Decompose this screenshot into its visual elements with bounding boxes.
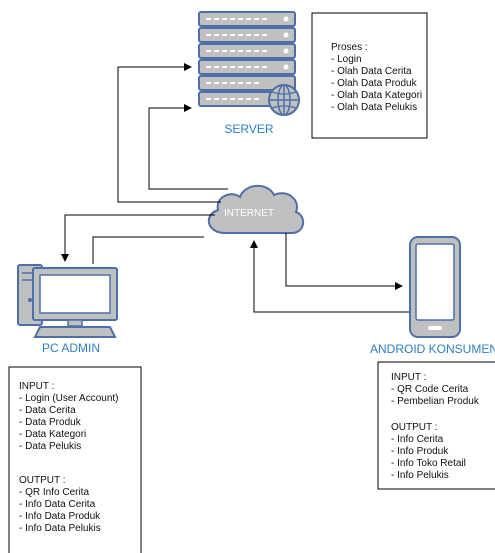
cloud-to-server-inner: [148, 104, 228, 190]
proses-line: - Login: [331, 54, 362, 65]
android-box-text: INPUT : - QR Code Cerita - Pembelian Pro…: [391, 372, 480, 481]
android-line: - Info Pelukis: [391, 470, 449, 481]
android-box: [377, 361, 495, 490]
admin-line: OUTPUT :: [19, 475, 65, 486]
proses-line: - Olah Data Cerita: [331, 66, 412, 77]
admin-line: - Data Kategori: [19, 429, 86, 440]
server-label: SERVER: [224, 122, 273, 136]
android-line: - QR Code Cerita: [391, 384, 469, 395]
pc-icon: [17, 264, 118, 338]
admin-line: - Data Produk: [19, 417, 82, 428]
cloud-to-android: [285, 233, 403, 290]
internet-label: INTERNET: [224, 208, 274, 219]
admin-line: - Info Data Cerita: [19, 499, 96, 510]
proses-line: - Olah Data Pelukis: [331, 102, 417, 113]
cloud-to-server-outer: [117, 63, 221, 203]
pc-admin-label: PC ADMIN: [42, 341, 100, 355]
admin-line: - Info Data Produk: [19, 511, 101, 522]
android-line: - Info Toko Retail: [391, 458, 466, 469]
pc-to-cloud: [92, 236, 204, 264]
admin-line: - Data Pelukis: [19, 441, 81, 452]
smartphone-icon: [409, 236, 461, 338]
admin-line: - QR Info Cerita: [19, 487, 89, 498]
android-line: INPUT :: [391, 372, 426, 383]
android-line: - Pembelian Produk: [391, 396, 480, 407]
proses-box: [311, 12, 428, 139]
globe-icon: [268, 84, 300, 116]
android-to-cloud: [250, 240, 409, 313]
admin-line: - Info Data Pelukis: [19, 523, 101, 534]
cloud-to-pc: [61, 214, 215, 262]
proses-box-text: Proses : - Login - Olah Data Cerita - Ol…: [331, 42, 422, 113]
admin-line: INPUT :: [19, 381, 54, 392]
admin-box-text: INPUT : - Login (User Account) - Data Ce…: [19, 381, 119, 534]
cloud-icon: [207, 184, 304, 234]
admin-box: [8, 366, 142, 553]
proses-line: Proses :: [331, 42, 368, 53]
proses-line: - Olah Data Produk: [331, 78, 418, 89]
android-line: - Info Cerita: [391, 434, 444, 445]
android-line: OUTPUT :: [391, 422, 437, 433]
connection-lines: [61, 63, 409, 313]
admin-line: - Login (User Account): [19, 393, 119, 404]
proses-line: - Olah Data Kategori: [331, 90, 422, 101]
android-line: - Info Produk: [391, 446, 449, 457]
android-konsumen-label: ANDROID KONSUMEN: [370, 342, 495, 356]
admin-line: - Data Cerita: [19, 405, 76, 416]
